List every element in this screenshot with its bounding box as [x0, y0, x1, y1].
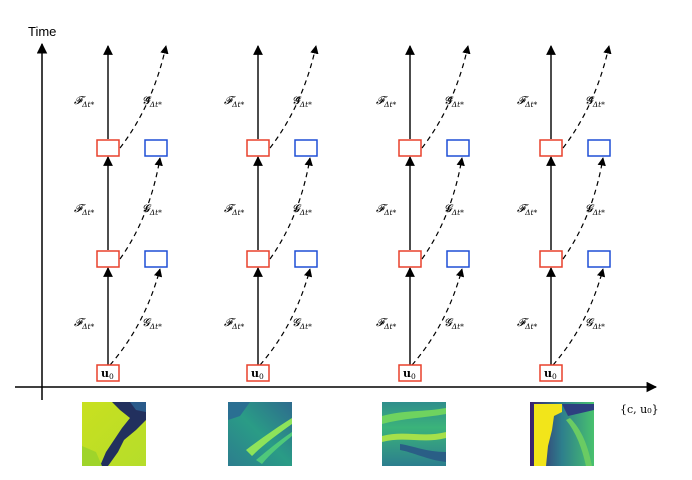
coarse-arrow	[259, 268, 313, 366]
coarse-arrow	[269, 157, 313, 260]
field-sample-1	[82, 402, 146, 466]
fine-operator-label: 𝓕Δt*	[376, 316, 397, 331]
coarse-operator-label: 𝓖Δt*	[142, 94, 162, 109]
coarse-operator-label: 𝓖Δt*	[292, 202, 312, 217]
coarse-state-box	[446, 139, 470, 157]
coarse-arrow	[109, 268, 163, 366]
initial-state-label: u0	[251, 367, 264, 381]
field-sample-2	[228, 402, 292, 466]
fine-state-box	[246, 250, 270, 268]
coarse-operator-label: 𝓖Δt*	[292, 94, 312, 109]
coarse-operator-label: 𝓖Δt*	[585, 316, 605, 331]
initial-state-label: u0	[403, 367, 416, 381]
column-sample-4: 𝓕Δt* 𝓖Δt* 𝓕Δt* 𝓖Δt* 𝓕Δt* 𝓖Δt* u0	[517, 45, 612, 382]
coarse-operator-label: 𝓖Δt*	[142, 202, 162, 217]
fine-state-box	[246, 139, 270, 157]
fine-operator-label: 𝓕Δt*	[224, 202, 245, 217]
fine-operator-label: 𝓕Δt*	[74, 202, 95, 217]
coarse-state-box	[587, 139, 611, 157]
field-sample-4	[530, 402, 594, 466]
coarse-operator-label: 𝓖Δt*	[292, 316, 312, 331]
fine-state-box	[398, 250, 422, 268]
fine-state-box	[398, 139, 422, 157]
fine-operator-label: 𝓕Δt*	[224, 94, 245, 109]
fine-state-box	[539, 139, 563, 157]
sample-axis-label: {c, u₀}	[620, 403, 659, 416]
fine-operator-label: 𝓕Δt*	[517, 94, 538, 109]
fine-operator-label: 𝓕Δt*	[517, 202, 538, 217]
coarse-arrow	[421, 45, 471, 149]
fine-operator-label: 𝓕Δt*	[376, 202, 397, 217]
fine-operator-label: 𝓕Δt*	[224, 316, 245, 331]
column-sample-3: 𝓕Δt* 𝓖Δt* 𝓕Δt* 𝓖Δt* 𝓕Δt* 𝓖Δt* u0	[376, 45, 471, 382]
fine-operator-label: 𝓕Δt*	[74, 94, 95, 109]
coarse-arrow	[562, 45, 612, 149]
coarse-arrow	[269, 45, 319, 149]
fine-operator-label: 𝓕Δt*	[74, 316, 95, 331]
initial-state-box	[398, 364, 422, 382]
time-axis-label: Time	[28, 24, 56, 39]
coarse-state-box	[144, 250, 168, 268]
coarse-state-box	[294, 250, 318, 268]
coarse-arrow	[411, 268, 465, 366]
fine-operator-label: 𝓕Δt*	[517, 316, 538, 331]
initial-state-label: u0	[544, 367, 557, 381]
field-thumbnails	[82, 402, 594, 466]
coarse-operator-label: 𝓖Δt*	[444, 94, 464, 109]
coarse-arrow	[552, 268, 606, 366]
initial-state-box	[96, 364, 120, 382]
coarse-state-box	[144, 139, 168, 157]
coarse-state-box	[446, 250, 470, 268]
coarse-operator-label: 𝓖Δt*	[444, 202, 464, 217]
coarse-arrow	[421, 157, 465, 260]
coarse-operator-label: 𝓖Δt*	[585, 202, 605, 217]
initial-state-label: u0	[101, 367, 114, 381]
coarse-operator-label: 𝓖Δt*	[142, 316, 162, 331]
parareal-columns: 𝓕Δt* 𝓖Δt* 𝓕Δt* 𝓖Δt* 𝓕Δt* 𝓖Δt* u0 𝓕Δt* 𝓖Δt* 𝓕Δt* 𝓖Δ…	[74, 45, 612, 382]
coarse-operator-label: 𝓖Δt*	[444, 316, 464, 331]
coarse-arrow	[119, 157, 163, 260]
fine-state-box	[96, 250, 120, 268]
coarse-operator-label: 𝓖Δt*	[585, 94, 605, 109]
coarse-arrow	[119, 45, 169, 149]
field-sample-3	[382, 402, 446, 466]
fine-state-box	[96, 139, 120, 157]
initial-state-box	[246, 364, 270, 382]
coarse-arrow	[562, 157, 606, 260]
column-sample-2: 𝓕Δt* 𝓖Δt* 𝓕Δt* 𝓖Δt* 𝓕Δt* 𝓖Δt* u0	[224, 45, 319, 382]
fine-operator-label: 𝓕Δt*	[376, 94, 397, 109]
initial-state-box	[539, 364, 563, 382]
coarse-state-box	[294, 139, 318, 157]
coarse-state-box	[587, 250, 611, 268]
column-sample-1: 𝓕Δt* 𝓖Δt* 𝓕Δt* 𝓖Δt* 𝓕Δt* 𝓖Δt* u0	[74, 45, 169, 382]
fine-state-box	[539, 250, 563, 268]
